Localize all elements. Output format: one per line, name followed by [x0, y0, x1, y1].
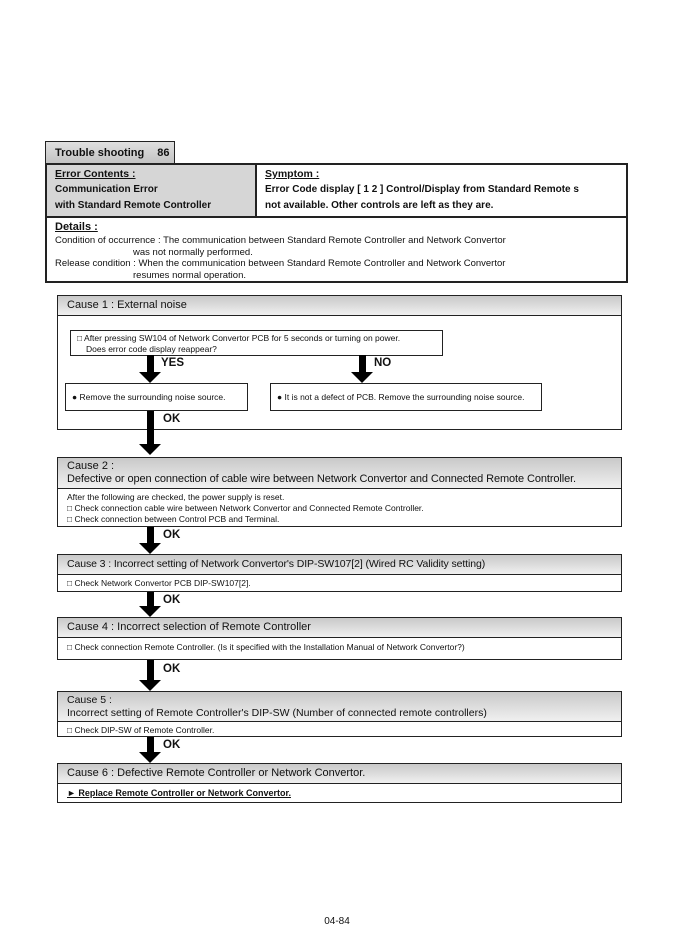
ok-label: OK	[163, 413, 181, 425]
details-heading: Details :	[55, 221, 98, 233]
ok-label: OK	[163, 663, 181, 675]
cause2-header-line: Defective or open connection of cable wi…	[67, 473, 577, 485]
error-contents-line: with Standard Remote Controller	[55, 199, 212, 211]
cause1-yes-result-text: ● Remove the surrounding noise source.	[72, 392, 226, 402]
details-line: resumes normal operation.	[133, 269, 246, 281]
details-line: Condition of occurrence : The communicat…	[55, 235, 506, 246]
cause5-box: Cause 5 : Incorrect setting of Remote Co…	[57, 691, 622, 737]
cause6-box: Cause 6 : Defective Remote Controller or…	[57, 763, 622, 803]
symptom-line: Error Code display [ 1 2 ] Control/Displ…	[265, 184, 579, 195]
tab-label: Trouble shooting	[55, 146, 145, 159]
details-line: Release condition : When the communicati…	[55, 258, 506, 269]
cause1-question-line: □ After pressing SW104 of Network Conver…	[77, 333, 401, 343]
cause3-body: □ Check Network Convertor PCB DIP-SW107[…	[67, 577, 251, 588]
ok-arrow-icon	[139, 592, 161, 617]
ok-label: OK	[163, 594, 181, 606]
cause3-box: Cause 3 : Incorrect setting of Network C…	[57, 554, 622, 592]
cause2-box: Cause 2 : Defective or open connection o…	[57, 457, 622, 527]
cause2-body-line: □ Check connection between Control PCB a…	[67, 514, 280, 524]
error-contents-cell: Error Contents : Communication Error wit…	[47, 165, 257, 216]
cause1-question-box: □ After pressing SW104 of Network Conver…	[70, 330, 443, 356]
ok-arrow-icon	[139, 660, 161, 691]
no-label: NO	[374, 357, 392, 369]
symptom-cell: Symptom : Error Code display [ 1 2 ] Con…	[257, 165, 626, 216]
ok-arrow-icon	[139, 737, 161, 763]
cause1-no-result-box: ● It is not a defect of PCB. Remove the …	[270, 383, 542, 411]
cause1-header: Cause 1 : External noise	[58, 296, 621, 316]
error-contents-heading: Error Contents :	[55, 168, 136, 180]
symptom-heading: Symptom :	[265, 168, 320, 180]
error-contents-line: Communication Error	[55, 184, 158, 195]
page-number: 04-84	[324, 916, 350, 927]
ok-label: OK	[163, 529, 181, 541]
ok-label: OK	[163, 739, 181, 751]
cause5-header-line: Incorrect setting of Remote Controller's…	[67, 706, 487, 719]
cause4-box: Cause 4 : Incorrect selection of Remote …	[57, 617, 622, 660]
cause5-header-line: Cause 5 :	[67, 694, 112, 706]
cause6-header: Cause 6 : Defective Remote Controller or…	[58, 764, 621, 784]
cause3-header: Cause 3 : Incorrect setting of Network C…	[58, 555, 621, 575]
no-arrow-icon	[351, 355, 373, 383]
error-symptom-table: Error Contents : Communication Error wit…	[45, 163, 628, 218]
cause2-header-line: Cause 2 :	[67, 460, 115, 472]
cause4-header: Cause 4 : Incorrect selection of Remote …	[58, 618, 621, 638]
details-line: was not normally performed.	[133, 246, 253, 258]
tab-number: 86	[157, 146, 170, 159]
details-box: Details : Condition of occurrence : The …	[45, 216, 628, 283]
ok-arrow-icon	[139, 411, 161, 455]
cause1-yes-result-box: ● Remove the surrounding noise source.	[65, 383, 248, 411]
yes-label: YES	[161, 357, 185, 369]
cause2-body-line: After the following are checked, the pow…	[67, 492, 285, 502]
cause4-body: □ Check connection Remote Controller. (I…	[67, 642, 465, 652]
cause1-question-line: Does error code display reappear?	[86, 343, 217, 354]
cause1-no-result-text: ● It is not a defect of PCB. Remove the …	[277, 392, 525, 402]
ok-arrow-icon	[139, 527, 161, 554]
cause5-body: □ Check DIP-SW of Remote Controller.	[67, 725, 215, 735]
trouble-shooting-tab: Trouble shooting 86	[45, 141, 175, 163]
yes-arrow-icon	[139, 355, 161, 383]
cause2-body-line: □ Check connection cable wire between Ne…	[67, 503, 424, 513]
symptom-line: not available. Other controls are left a…	[265, 199, 494, 211]
cause6-body: ► Replace Remote Controller or Network C…	[67, 788, 291, 798]
